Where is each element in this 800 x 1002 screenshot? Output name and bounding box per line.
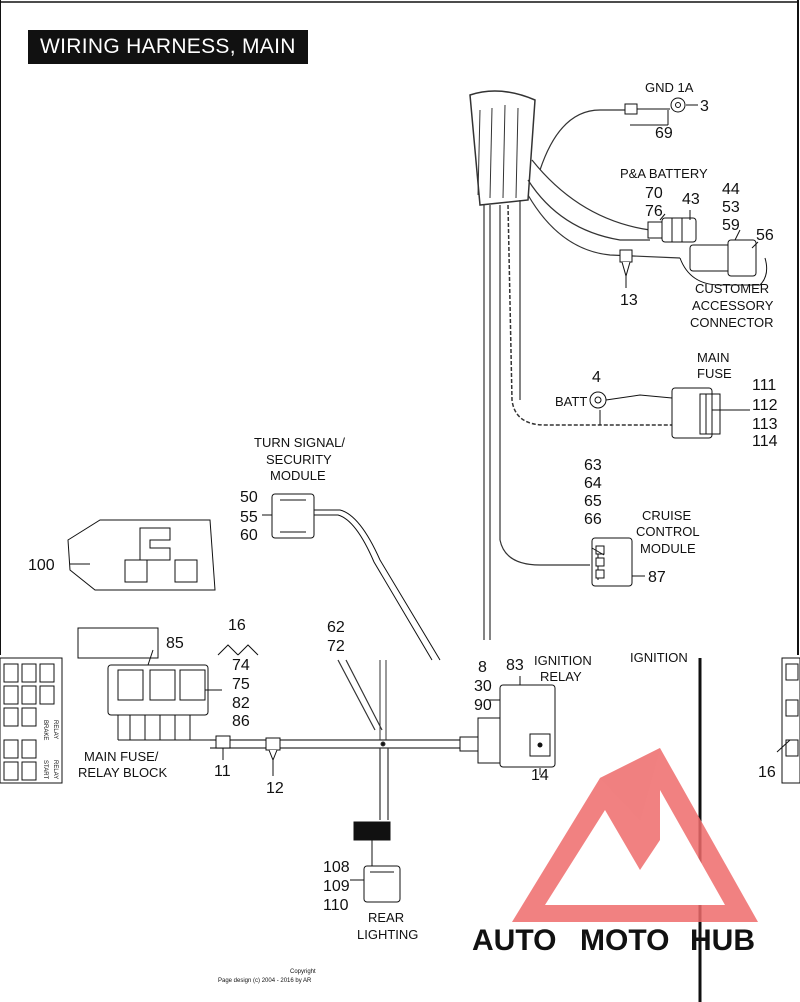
callout-87: 87 [648,569,666,586]
footer-design: Page design (c) 2004 - 2016 by AR [218,978,312,984]
label-lighting: LIGHTING [357,927,418,942]
callout-86: 86 [232,713,250,730]
bottom-harness [210,659,470,820]
callout-64: 64 [584,475,602,492]
callout-55: 55 [240,509,258,526]
label-main-fuse-relay-2: RELAY BLOCK [78,765,167,780]
label-module: MODULE [270,468,326,483]
customer-accessory-connector [679,239,768,286]
label-relay: RELAY [540,669,582,684]
ground-connector [624,97,698,125]
callout-100: 100 [28,557,55,574]
label-main-fuse-relay-1: MAIN FUSE/ [84,749,159,764]
callout-3: 3 [700,98,709,115]
turn-signal-connector [271,493,441,661]
legend-brake: BRAKE [42,720,48,740]
ignition-relay [459,684,556,768]
relay-legends: BRAKE RELAY START RELAY [42,720,58,779]
callout-110: 110 [323,897,349,914]
label-ignition-partial: IGNITION [630,650,688,665]
callout-82: 82 [232,695,250,712]
callout-50: 50 [240,489,258,506]
label-rear: REAR [368,910,404,925]
callout-44: 44 [722,181,740,198]
label-turn-signal: TURN SIGNAL/ [254,435,345,450]
clip-13 [619,249,633,288]
callout-60: 60 [240,527,258,544]
callout-109: 109 [323,878,350,895]
callout-43: 43 [682,191,700,208]
callout-85: 85 [166,635,184,652]
callout-59: 59 [722,217,740,234]
label-pa-battery: P&A BATTERY [620,166,708,181]
watermark-auto: AUTO [472,924,556,957]
automotohub-watermark: AUTO MOTO HUB [472,748,758,957]
callout-69: 69 [655,125,673,142]
callout-112: 112 [752,397,778,414]
label-fuse: FUSE [697,366,732,381]
page-title: WIRING HARNESS, MAIN [28,30,308,64]
callout-8: 8 [478,659,487,676]
legend-relay-1: RELAY [52,720,58,739]
label-security: SECURITY [266,452,332,467]
leader-lines [70,124,791,881]
component-labels: GND 1A P&A BATTERY CUSTOMER ACCESSORY CO… [78,80,774,942]
label-batt: BATT [555,394,587,409]
cruise-connector [591,537,633,587]
callout-62: 62 [327,619,345,636]
rear-lighting-connector [353,821,401,903]
label-gnd: GND 1A [645,80,694,95]
callout-11: 11 [214,763,231,780]
module-100 [67,519,216,591]
callout-75: 75 [232,676,250,693]
label-cruise-module: MODULE [640,541,696,556]
fuse-relay-block [77,627,210,741]
label-connector: CONNECTOR [690,315,774,330]
callout-4: 4 [592,369,601,386]
callout-74: 74 [232,657,250,674]
pa-battery-connector [647,217,697,243]
callout-70: 70 [645,185,663,202]
main-fuse-connector [589,387,721,439]
legend-relay-2: RELAY [52,760,58,779]
callout-14: 14 [531,767,549,784]
callout-83: 83 [506,657,524,674]
relay-block-partial-right [781,657,800,784]
label-ignition: IGNITION [534,653,592,668]
callout-65: 65 [584,493,602,510]
callout-13: 13 [620,292,638,309]
callout-72: 72 [327,638,345,655]
footer-copyright: Copyright [290,969,316,975]
label-cruise: CRUISE [642,508,691,523]
callout-30: 30 [474,678,492,695]
label-accessory: ACCESSORY [692,298,774,313]
watermark-triangle-inner [545,790,725,905]
callout-114: 114 [752,433,778,450]
clips-11-12 [215,735,281,762]
callout-113: 113 [752,416,778,433]
callout-56: 56 [756,227,774,244]
callout-12: 12 [266,780,284,797]
label-control: CONTROL [636,524,700,539]
harness-trunk [469,90,681,640]
callout-16-top: 16 [228,617,246,634]
legend-start: START [42,760,48,779]
callout-111: 111 [752,377,776,394]
callout-66: 66 [584,511,602,528]
label-customer: CUSTOMER [695,281,769,296]
watermark-hub: HUB [690,924,755,957]
watermark-moto: MOTO [580,924,669,957]
label-main: MAIN [697,350,730,365]
callout-108: 108 [323,859,350,876]
callout-16-right: 16 [758,764,776,781]
relay-block-partial-left [0,657,63,784]
callout-53: 53 [722,199,740,216]
callout-76: 76 [645,203,663,220]
callout-numbers: 3 69 70 76 43 44 53 59 56 13 4 111 112 1… [28,98,778,914]
callout-90: 90 [474,697,492,714]
callout-63: 63 [584,457,602,474]
